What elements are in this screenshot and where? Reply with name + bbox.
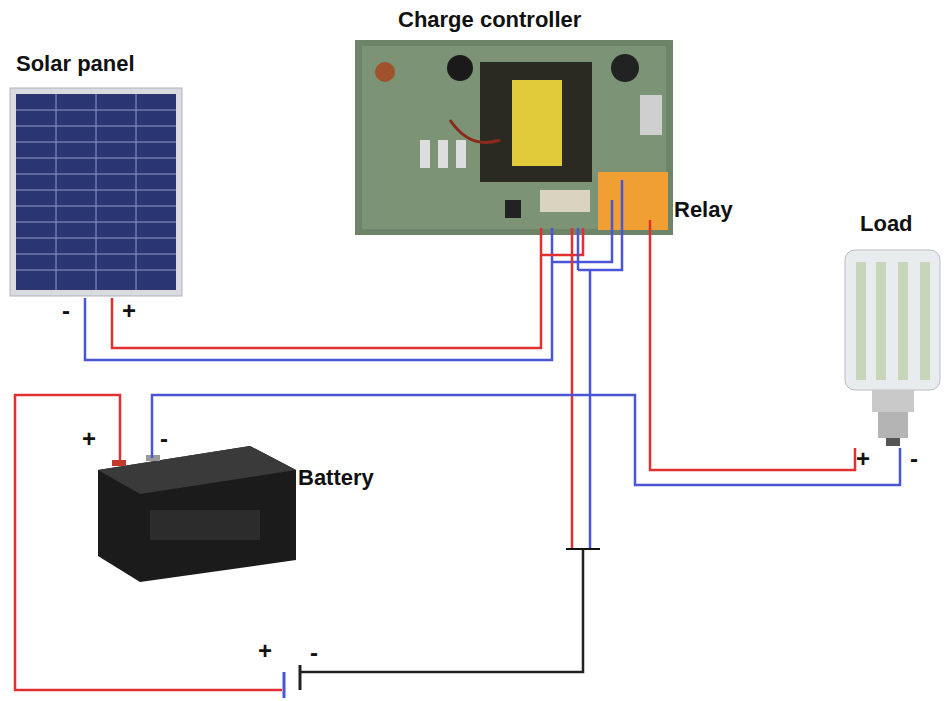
terminal-sign: +: [258, 638, 272, 664]
terminal-sign: +: [856, 446, 870, 472]
led-bulb: [845, 250, 940, 446]
dc-source-symbol: [284, 665, 300, 698]
terminal-sign: +: [82, 426, 96, 452]
relay: [598, 172, 668, 230]
part-name: Battery: [298, 466, 374, 490]
part-name: Solar panel: [16, 52, 135, 76]
terminal-sign: -: [910, 446, 918, 472]
terminal-sign: -: [310, 640, 318, 666]
battery: [98, 446, 296, 582]
wires: [15, 180, 900, 690]
solar-panel: [10, 88, 182, 296]
part-name: Relay: [674, 198, 733, 222]
charge-controller-board: [355, 40, 673, 235]
terminal-sign: +: [122, 298, 136, 324]
terminal-sign: -: [160, 426, 168, 452]
part-name: Load: [860, 212, 913, 236]
terminal-sign: -: [62, 298, 70, 324]
part-name: Charge controller: [398, 8, 581, 32]
